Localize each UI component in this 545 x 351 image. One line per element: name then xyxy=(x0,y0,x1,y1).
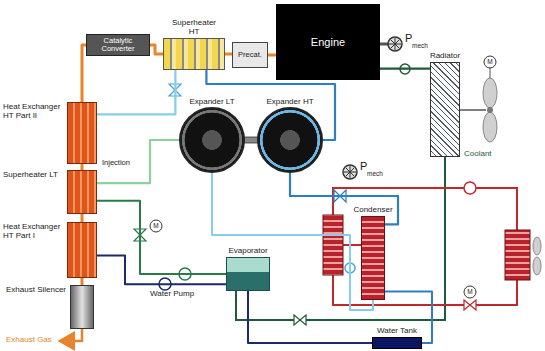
power-subscript: mech xyxy=(367,170,383,177)
shaft xyxy=(244,137,258,143)
node-label: Expander LT xyxy=(189,98,234,107)
pipe-connector xyxy=(97,201,226,274)
motor-letter: M xyxy=(487,58,492,65)
motor-letter: M xyxy=(467,288,472,295)
pipe-connector xyxy=(380,67,430,69)
motor-symbol xyxy=(464,286,476,298)
heat-exchanger: Heat Exchanger HT Part II xyxy=(67,102,97,164)
pipe-connector xyxy=(212,173,373,310)
pipe-connector xyxy=(97,140,179,183)
node-label: Superheater LT xyxy=(3,171,65,180)
superheater-box: Superheater LT xyxy=(67,170,97,214)
silencer-box: Exhaust Silencer xyxy=(70,285,94,329)
valve-symbol xyxy=(294,315,306,325)
pipe-connector xyxy=(81,214,84,222)
engine-block: Engine xyxy=(276,4,380,80)
node-label: Superheater HT xyxy=(170,19,218,37)
power-symbol: P xyxy=(360,160,367,172)
node-label: Water Tank xyxy=(377,327,417,336)
motor-letter: M xyxy=(153,222,158,229)
exhaust-outlet xyxy=(60,329,82,341)
heat-exchanger xyxy=(323,215,343,275)
pipe-connector xyxy=(97,256,226,285)
coolant-pipe xyxy=(236,157,445,320)
pump-label: Water Pump xyxy=(150,290,194,299)
exhaust-label: Exhaust Gas xyxy=(6,336,52,345)
expander-circle: Expander HT xyxy=(257,107,323,173)
gear-symbol xyxy=(388,37,402,51)
superheater-box: Superheater HT xyxy=(163,38,225,70)
node-label: Catalytic Converter xyxy=(87,37,149,54)
node-label: Engine xyxy=(311,36,345,48)
pipe-connector xyxy=(225,54,232,55)
pipe-connector xyxy=(150,45,163,54)
heat-exchanger: Heat Exchanger HT Part I xyxy=(67,222,97,278)
pipe-connector xyxy=(268,53,276,57)
power-subscript: mech xyxy=(412,42,428,49)
node-label: Heat Exchanger HT Part I xyxy=(3,223,65,241)
catalyst-box: Catalytic Converter xyxy=(86,34,150,56)
node-label: Precat. xyxy=(238,51,262,59)
fan-symbol xyxy=(460,68,497,142)
motor-symbol xyxy=(484,56,496,68)
evaporator-box: Evaporator xyxy=(226,257,270,291)
expander-circle: Expander LT xyxy=(179,107,245,173)
loop-label: Coolant xyxy=(464,150,492,159)
injection-label: Injection xyxy=(102,159,130,167)
node-label: Expander HT xyxy=(266,98,313,107)
node-label: Radiator xyxy=(430,52,460,61)
power-symbol: P xyxy=(405,32,412,44)
gear-symbol xyxy=(343,165,357,179)
pump-symbol xyxy=(464,182,476,194)
condenser-box: Condenser xyxy=(361,216,385,300)
precatalyst-box: Precat. xyxy=(232,42,268,68)
node-label: Condenser xyxy=(353,206,392,215)
valve-symbol xyxy=(464,300,476,310)
pipe-connector xyxy=(385,292,432,343)
cooler xyxy=(505,230,530,280)
fan-symbol xyxy=(533,237,541,275)
motor-symbol xyxy=(150,220,162,232)
pipe-connector xyxy=(248,291,372,343)
node-label: Exhaust Silencer xyxy=(6,286,68,295)
pipe-connector xyxy=(81,278,84,285)
pipe-connector xyxy=(97,70,175,114)
node-label: Evaporator xyxy=(228,247,267,256)
cooling-pipe xyxy=(343,244,361,246)
radiator-box: Radiator xyxy=(430,62,460,157)
node-label: Heat Exchanger HT Part II xyxy=(3,103,65,121)
water-tank: Water Tank xyxy=(372,337,422,349)
